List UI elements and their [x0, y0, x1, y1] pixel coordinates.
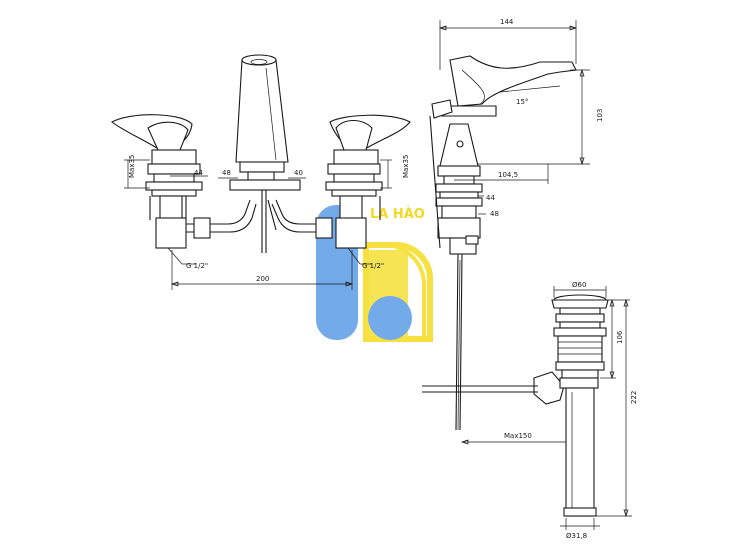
- thread-left-label: G 1/2": [186, 262, 208, 270]
- drain-view: Ø60 106 222 Ø31,8: [422, 281, 638, 540]
- dim-200-label: 200: [256, 275, 269, 283]
- watermark-text: LA HÀO: [370, 206, 425, 222]
- dim-104-5-label: 104,5: [498, 171, 518, 179]
- dim-max35-left-label: Max35: [128, 155, 136, 178]
- watermark-blue-dot: [368, 296, 412, 340]
- dim-144-label: 144: [500, 18, 514, 26]
- side-profile-view: 144 15° 103 104,5 44 48 Max150: [429, 18, 604, 448]
- dim-48-left-label: 48: [222, 169, 231, 177]
- watermark-yellow-arc-2: [366, 243, 426, 340]
- dim-44-left-label: 44: [194, 169, 203, 177]
- dim-106-label: 106: [616, 330, 624, 344]
- dim-222-label: 222: [630, 391, 638, 404]
- dim-40-left-label: 40: [294, 169, 303, 177]
- watermark-yellow-arc: [363, 242, 433, 342]
- dim-dia60-label: Ø60: [572, 281, 586, 289]
- dim-15deg-label: 15°: [516, 98, 528, 106]
- dim-max150-label: Max150: [504, 432, 532, 440]
- dim-103-label: 103: [596, 109, 604, 122]
- dim-48-right-label: 48: [490, 210, 499, 218]
- dim-max35-right-label: Max35: [402, 155, 410, 178]
- dim-44-right-label: 44: [486, 194, 495, 202]
- left-faucet-view: Max35 44 48 40 Max35 G 1/2" G 1/2" 200: [111, 54, 411, 290]
- watermark-logo: LA HÀO: [316, 205, 433, 342]
- thread-right-label: G 1/2": [362, 262, 384, 270]
- dim-dia31-8-label: Ø31,8: [566, 532, 587, 540]
